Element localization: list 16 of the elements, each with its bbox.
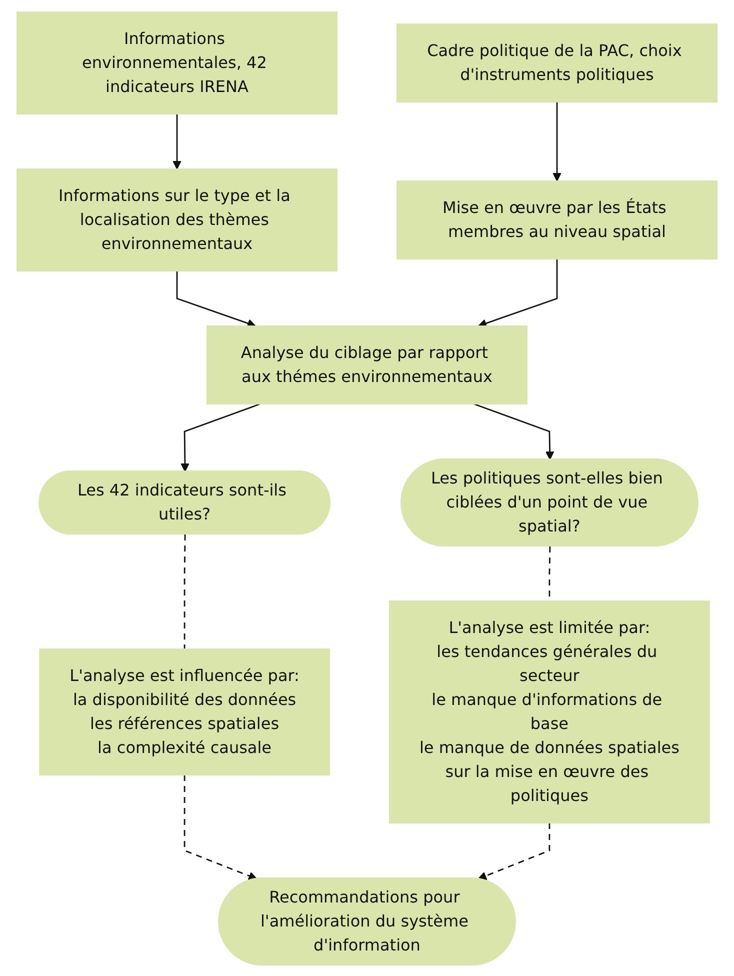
connector [184,534,186,648]
arrow [478,822,550,880]
node-box: Cadre politique de la PAC, choix d'instruments politiques [396,23,718,102]
node-box: Informations sur le type et la localisation des thèmes environnementaux [16,168,338,271]
arrow [552,102,562,181]
arrow [184,774,258,880]
arrow [172,114,182,169]
node-box: Analyse du ciblage par rapport aux thémes environnementaux [206,325,528,404]
node-box: Mise en œuvre par les États membres au niveau spatial [396,180,718,259]
node-box: L'analyse est limitée par: les tendances générales du secteur le manque d'informations de base le manque de données spatiales sur la mise en œuvre des politiques [388,600,710,823]
arrow [176,270,256,328]
arrow [474,402,554,460]
node-box: Informations environnementales, 42 indicateurs IRENA [16,11,338,114]
arrow [180,402,260,472]
node-box: L'analyse est influencée par: la disponibilité des données les références spatiales la complexité causale [39,648,330,775]
arrow [478,258,558,328]
